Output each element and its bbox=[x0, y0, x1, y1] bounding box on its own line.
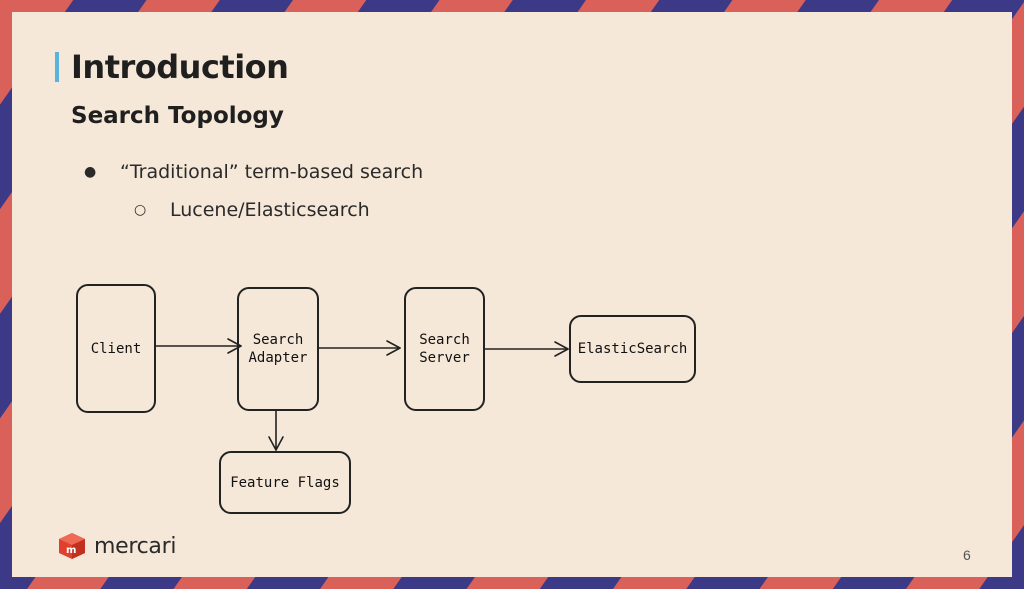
client-node: Client bbox=[76, 284, 156, 413]
logo-wordmark: mercari bbox=[94, 533, 177, 559]
slide-title: Introduction bbox=[71, 48, 289, 86]
slide-subtitle: Search Topology bbox=[71, 103, 284, 129]
mercari-box-icon: m bbox=[59, 533, 85, 559]
svg-text:m: m bbox=[66, 545, 76, 556]
elasticsearch-node: ElasticSearch bbox=[569, 315, 696, 383]
bullet-marker: ● bbox=[84, 164, 97, 180]
page-number: 6 bbox=[963, 547, 971, 563]
sub-bullet-marker: ○ bbox=[134, 202, 147, 218]
feature-flags-node: Feature Flags bbox=[219, 451, 351, 514]
bullet-item: ● “Traditional” term-based search bbox=[84, 161, 423, 183]
search-adapter-node: Search Adapter bbox=[237, 287, 319, 411]
search-server-node: Search Server bbox=[404, 287, 485, 411]
sub-bullet-text: Lucene/Elasticsearch bbox=[170, 199, 370, 221]
sub-bullet-item: ○ Lucene/Elasticsearch bbox=[134, 199, 370, 221]
mercari-logo: m mercari bbox=[58, 532, 176, 560]
bullet-text: “Traditional” term-based search bbox=[120, 161, 424, 183]
slide bbox=[12, 12, 1012, 577]
title-accent-bar bbox=[55, 52, 59, 82]
